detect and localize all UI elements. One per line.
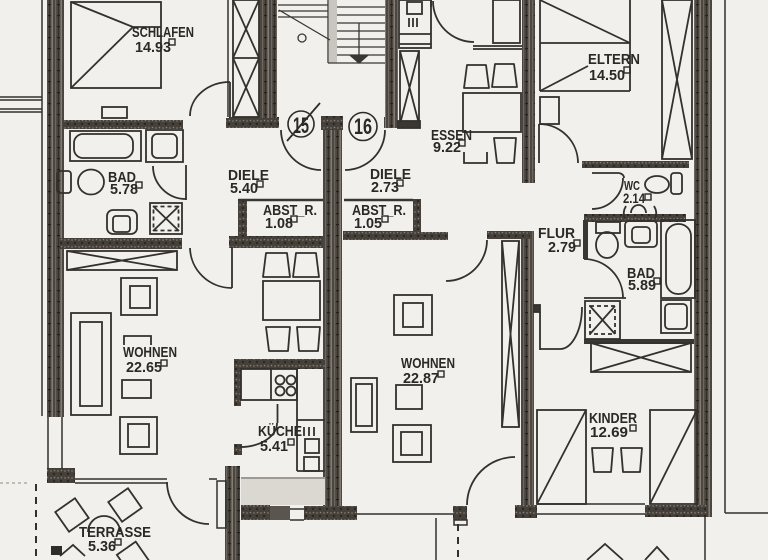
svg-text:1.08: 1.08	[265, 215, 293, 232]
svg-text:WOHNEN: WOHNEN	[123, 344, 177, 361]
svg-text:5.78: 5.78	[110, 181, 138, 198]
svg-text:ABST_R.: ABST_R.	[263, 202, 317, 219]
svg-text:WC: WC	[624, 178, 640, 193]
svg-text:ELTERN: ELTERN	[588, 51, 640, 68]
svg-text:5.36: 5.36	[88, 538, 116, 555]
svg-text:15: 15	[293, 113, 309, 138]
svg-text:2.79: 2.79	[548, 239, 576, 256]
svg-text:2.14: 2.14	[623, 190, 645, 206]
svg-text:KÜCHE: KÜCHE	[258, 423, 302, 440]
svg-text:14.93: 14.93	[135, 39, 171, 56]
svg-text:SCHLAFEN: SCHLAFEN	[132, 24, 194, 41]
svg-text:22.65: 22.65	[126, 359, 162, 376]
svg-text:12.69: 12.69	[590, 424, 628, 441]
svg-text:BAD: BAD	[108, 169, 136, 186]
svg-text:WOHNEN: WOHNEN	[401, 355, 455, 372]
svg-text:14.50: 14.50	[589, 67, 625, 84]
svg-text:FLUR: FLUR	[538, 225, 575, 242]
svg-text:22.87: 22.87	[403, 370, 439, 387]
svg-text:KINDER: KINDER	[589, 410, 637, 427]
svg-text:5.40: 5.40	[230, 180, 258, 197]
svg-text:5.41: 5.41	[260, 438, 288, 455]
svg-text:5.89: 5.89	[628, 277, 656, 294]
svg-text:1.05: 1.05	[354, 215, 382, 232]
svg-text:DIELE: DIELE	[228, 167, 269, 184]
svg-text:2.73: 2.73	[371, 179, 399, 196]
svg-text:DIELE: DIELE	[370, 166, 411, 183]
svg-text:BAD: BAD	[627, 265, 655, 282]
svg-text:16: 16	[354, 114, 372, 139]
svg-text:TERRASSE: TERRASSE	[79, 524, 151, 541]
svg-text:9.22: 9.22	[433, 139, 461, 156]
svg-text:ABST_R.: ABST_R.	[352, 202, 406, 219]
